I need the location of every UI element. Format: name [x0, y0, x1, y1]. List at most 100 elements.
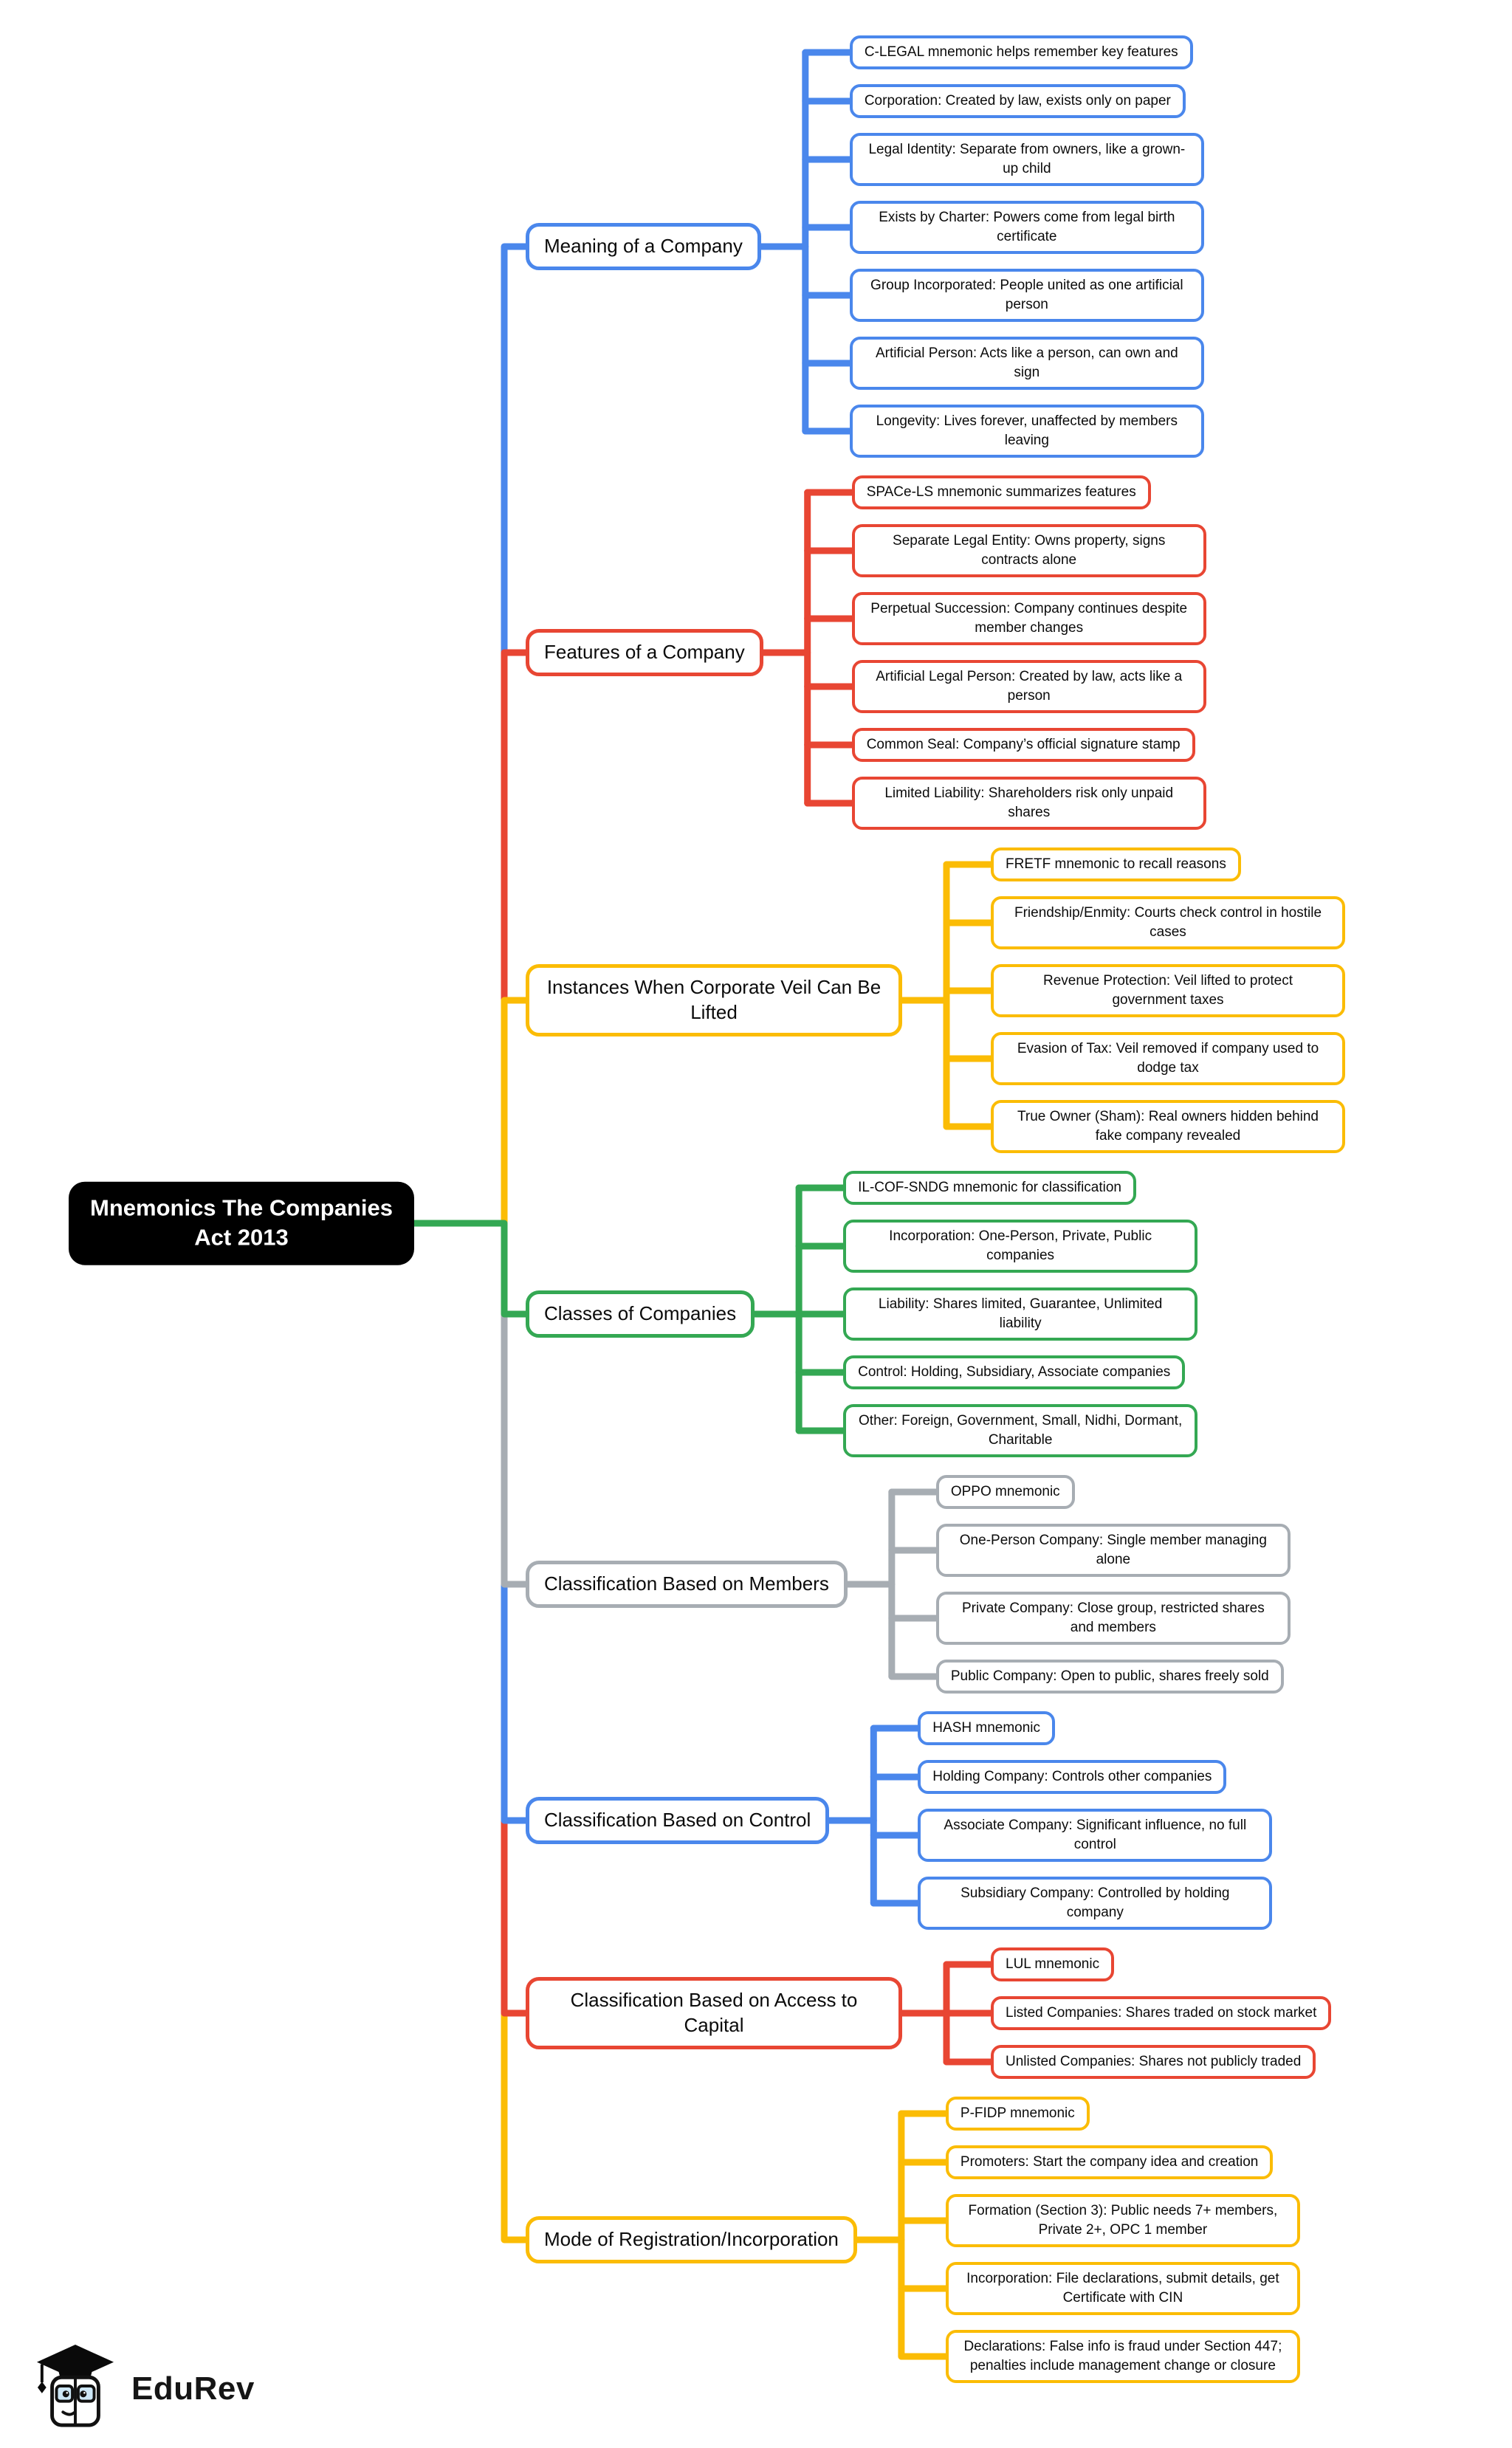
child-node-text: One-Person Company: Single member managi…	[959, 1533, 1267, 1567]
child-node: Exists by Charter: Powers come from lega…	[849, 201, 1204, 254]
branch-children: FRETF mnemonic to recall reasons Friends…	[991, 847, 1345, 1153]
branch-section: Classes of Companies IL-COF-SNDG mnemoni…	[526, 1171, 1512, 1457]
child-node-text: Promoters: Start the company idea and cr…	[960, 2154, 1259, 2170]
child-node-text: Liability: Shares limited, Guarantee, Un…	[878, 1296, 1163, 1331]
branch-label-text: Features of a Company	[544, 641, 745, 664]
child-node: True Owner (Sham): Real owners hidden be…	[991, 1100, 1345, 1153]
child-node: Unlisted Companies: Shares not publicly …	[991, 2045, 1316, 2079]
branches-container: Meaning of a Company C-LEGAL mnemonic he…	[526, 35, 1512, 2383]
branch-children: C-LEGAL mnemonic helps remember key feat…	[849, 35, 1204, 458]
child-node-text: P-FIDP mnemonic	[960, 2105, 1075, 2121]
child-node: SPACe-LS mnemonic summarizes features	[851, 475, 1151, 509]
child-node-text: Public Company: Open to public, shares f…	[950, 1668, 1269, 1684]
child-node-text: Limited Liability: Shareholders risk onl…	[884, 785, 1174, 820]
child-node-text: Corporation: Created by law, exists only…	[864, 93, 1171, 109]
child-node: LUL mnemonic	[991, 1947, 1115, 1981]
branch-label-text: Classification Based on Control	[544, 1809, 811, 1832]
branch-node: Mode of Registration/Incorporation	[526, 2216, 857, 2263]
branch-node: Instances When Corporate Veil Can Be Lif…	[526, 964, 902, 1036]
child-node-text: Incorporation: One-Person, Private, Publ…	[889, 1228, 1152, 1263]
child-node: Holding Company: Controls other companie…	[918, 1760, 1227, 1794]
child-node: Longevity: Lives forever, unaffected by …	[849, 405, 1204, 458]
child-node-text: Revenue Protection: Veil lifted to prote…	[1043, 973, 1293, 1008]
child-node-text: Declarations: False info is fraud under …	[963, 2339, 1282, 2373]
child-node: Artificial Person: Acts like a person, c…	[849, 337, 1204, 390]
branch-section: Classification Based on Control HASH mne…	[526, 1711, 1512, 1930]
child-node-text: Incorporation: File declarations, submit…	[966, 2271, 1279, 2306]
branch-node: Classification Based on Members	[526, 1561, 848, 1608]
branch-node: Features of a Company	[526, 629, 763, 676]
branch-label-text: Classes of Companies	[544, 1302, 737, 1325]
child-node-text: OPPO mnemonic	[950, 1484, 1060, 1499]
child-node: Corporation: Created by law, exists only…	[849, 84, 1186, 118]
child-node: FRETF mnemonic to recall reasons	[991, 847, 1241, 881]
child-node: Group Incorporated: People united as one…	[849, 269, 1204, 322]
branch-label-text: Classification Based on Members	[544, 1572, 829, 1595]
child-node-text: Separate Legal Entity: Owns property, si…	[893, 533, 1166, 568]
branch-node: Classification Based on Access to Capita…	[526, 1977, 902, 2049]
child-node-text: Private Company: Close group, restricted…	[961, 1601, 1265, 1635]
child-node: Listed Companies: Shares traded on stock…	[991, 1996, 1332, 2030]
branch-children: P-FIDP mnemonic Promoters: Start the com…	[945, 2097, 1300, 2383]
edurev-brand-text: EduRev	[131, 2370, 255, 2407]
branch-section: Classification Based on Members OPPO mne…	[526, 1475, 1512, 1694]
child-node-text: Control: Holding, Subsidiary, Associate …	[858, 1364, 1171, 1380]
child-node-text: LUL mnemonic	[1006, 1956, 1100, 1972]
child-node-text: Other: Foreign, Government, Small, Nidhi…	[859, 1413, 1183, 1448]
child-node: C-LEGAL mnemonic helps remember key feat…	[849, 35, 1193, 69]
branch-node: Classes of Companies	[526, 1290, 755, 1338]
child-node: OPPO mnemonic	[935, 1475, 1075, 1509]
child-node: Public Company: Open to public, shares f…	[935, 1660, 1284, 1694]
child-node-text: Unlisted Companies: Shares not publicly …	[1006, 2054, 1302, 2069]
child-node: HASH mnemonic	[918, 1711, 1056, 1745]
child-node-text: Group Incorporated: People united as one…	[870, 278, 1183, 312]
child-node-text: Common Seal: Company’s official signatur…	[866, 737, 1181, 752]
child-node: Control: Holding, Subsidiary, Associate …	[843, 1355, 1186, 1389]
branch-label-text: Mode of Registration/Incorporation	[544, 2228, 839, 2251]
child-node: Perpetual Succession: Company continues …	[851, 592, 1206, 645]
child-node-text: Listed Companies: Shares traded on stock…	[1006, 2005, 1317, 2021]
branch-node: Meaning of a Company	[526, 223, 761, 270]
child-node-text: Perpetual Succession: Company continues …	[870, 601, 1188, 636]
child-node: Separate Legal Entity: Owns property, si…	[851, 524, 1206, 577]
child-node-text: C-LEGAL mnemonic helps remember key feat…	[864, 44, 1178, 60]
branch-section: Features of a Company SPACe-LS mnemonic …	[526, 475, 1512, 830]
branch-label-text: Classification Based on Access to Capita…	[570, 1989, 858, 2036]
child-node: Evasion of Tax: Veil removed if company …	[991, 1032, 1345, 1085]
child-node-text: True Owner (Sham): Real owners hidden be…	[1017, 1109, 1319, 1144]
branch-label-text: Meaning of a Company	[544, 235, 743, 258]
child-node-text: FRETF mnemonic to recall reasons	[1006, 856, 1226, 872]
branch-section: Meaning of a Company C-LEGAL mnemonic he…	[526, 35, 1512, 458]
child-node: Formation (Section 3): Public needs 7+ m…	[945, 2194, 1300, 2247]
child-node-text: Formation (Section 3): Public needs 7+ m…	[968, 2203, 1278, 2238]
branch-section: Classification Based on Access to Capita…	[526, 1947, 1512, 2079]
child-node: One-Person Company: Single member managi…	[935, 1524, 1291, 1577]
child-node-text: IL-COF-SNDG mnemonic for classification	[858, 1180, 1121, 1195]
child-node-text: Subsidiary Company: Controlled by holdin…	[961, 1885, 1230, 1920]
branch-label-text: Instances When Corporate Veil Can Be Lif…	[546, 976, 882, 1023]
root-title: Mnemonics The Companies Act 2013	[90, 1194, 393, 1251]
child-node-text: SPACe-LS mnemonic summarizes features	[866, 484, 1136, 500]
child-node: Common Seal: Company’s official signatur…	[851, 728, 1195, 762]
branch-children: IL-COF-SNDG mnemonic for classification …	[843, 1171, 1198, 1457]
child-node-text: Artificial Person: Acts like a person, c…	[875, 345, 1178, 380]
child-node-text: Artificial Legal Person: Created by law,…	[876, 669, 1183, 704]
child-node: Other: Foreign, Government, Small, Nidhi…	[843, 1404, 1198, 1457]
child-node: Friendship/Enmity: Courts check control …	[991, 896, 1345, 949]
edurev-logo: EduRev	[35, 2340, 255, 2437]
child-node: Incorporation: File declarations, submit…	[945, 2262, 1300, 2315]
branch-node: Classification Based on Control	[526, 1797, 830, 1844]
child-node: P-FIDP mnemonic	[945, 2097, 1090, 2131]
child-node: Liability: Shares limited, Guarantee, Un…	[843, 1287, 1198, 1341]
child-node: Private Company: Close group, restricted…	[935, 1592, 1291, 1645]
branch-children: HASH mnemonic Holding Company: Controls …	[918, 1711, 1273, 1930]
branch-section: Instances When Corporate Veil Can Be Lif…	[526, 847, 1512, 1153]
child-node: Legal Identity: Separate from owners, li…	[849, 133, 1204, 186]
child-node: IL-COF-SNDG mnemonic for classification	[843, 1171, 1136, 1205]
child-node-text: HASH mnemonic	[932, 1720, 1041, 1736]
child-node: Artificial Legal Person: Created by law,…	[851, 660, 1206, 713]
child-node-text: Longevity: Lives forever, unaffected by …	[876, 413, 1178, 448]
child-node: Associate Company: Significant influence…	[918, 1809, 1273, 1862]
edurev-graduate-mascot-icon	[35, 2340, 115, 2437]
